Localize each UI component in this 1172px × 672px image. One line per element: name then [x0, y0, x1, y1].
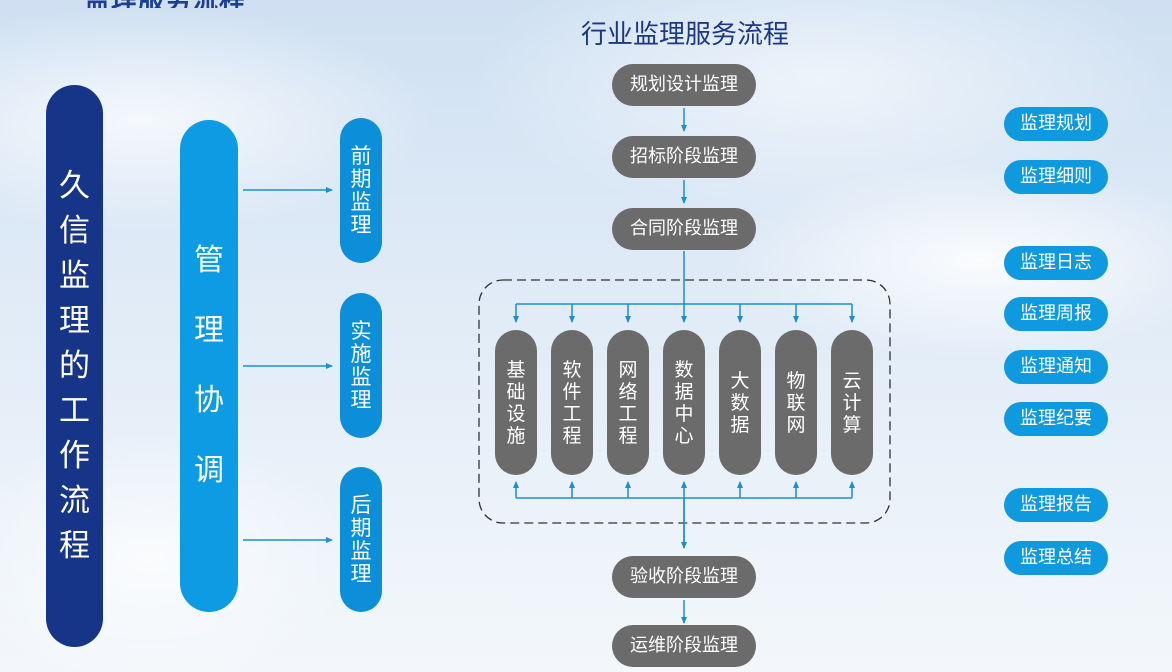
phase-pill-implementation: 实施监理: [340, 293, 382, 438]
pill-char: 基: [506, 358, 526, 381]
pill-char: 据: [730, 413, 750, 436]
main-char: 监: [59, 257, 90, 294]
pill-char: 理: [350, 561, 372, 586]
pill-char: 联: [786, 391, 806, 414]
center-title: 行业监理服务流程: [580, 20, 789, 50]
pill-char: 程: [618, 424, 638, 447]
coord-char: 理: [194, 313, 224, 348]
pill-char: 大: [730, 369, 750, 392]
pill-char: 云: [842, 369, 862, 392]
pill-char: 监: [350, 364, 372, 389]
pill-char: 施: [350, 341, 372, 366]
pill-char: 设: [506, 402, 526, 425]
pill-char: 件: [562, 380, 582, 403]
coord-char: 协: [194, 383, 224, 418]
coord-char: 管: [194, 243, 224, 278]
stage-acceptance: 验收阶段监理: [612, 556, 756, 598]
pill-char: 理: [350, 212, 372, 237]
pill-char: 施: [506, 424, 526, 447]
stage-operations: 运维阶段监理: [612, 625, 756, 667]
phase-pill-early: 前期监理: [340, 118, 382, 263]
pill-char: 础: [506, 380, 526, 403]
stage-contract: 合同阶段监理: [612, 208, 756, 250]
pill-char: 软: [562, 358, 582, 381]
doc-report: 监理报告: [1004, 488, 1108, 522]
doc-plan: 监理规划: [1004, 107, 1108, 141]
phase-pill-late: 后期监理: [340, 467, 382, 612]
doc-minutes: 监理纪要: [1004, 402, 1108, 436]
pill-char: 心: [674, 424, 694, 447]
pill-char: 工: [562, 402, 582, 425]
tech-data-center: 数据中心: [663, 330, 705, 475]
doc-weekly-report: 监理周报: [1004, 297, 1108, 331]
main-char: 信: [59, 212, 90, 249]
main-char: 的: [59, 347, 90, 384]
pill-char: 计: [842, 391, 862, 414]
main-char: 工: [59, 392, 90, 429]
doc-rules: 监理细则: [1004, 160, 1108, 194]
pill-char: 工: [618, 402, 638, 425]
pill-char: 监: [350, 538, 372, 563]
doc-log: 监理日志: [1004, 246, 1108, 280]
tech-software-engineering: 软件工程: [551, 330, 593, 475]
tech-network-engineering: 网络工程: [607, 330, 649, 475]
pill-char: 期: [350, 166, 372, 191]
pill-char: 监: [350, 189, 372, 214]
doc-notice: 监理通知: [1004, 350, 1108, 384]
pill-char: 数: [730, 391, 750, 414]
pill-char: 网: [618, 358, 638, 381]
pill-char: 物: [786, 369, 806, 392]
tech-big-data: 大数据: [719, 330, 761, 475]
pill-char: 算: [842, 413, 862, 436]
top-title-clipped: 监理服务流程: [50, 0, 246, 8]
stage-planning-design: 规划设计监理: [612, 64, 756, 106]
main-char: 作: [59, 437, 90, 474]
pill-char: 理: [350, 387, 372, 412]
coord-char: 调: [194, 453, 224, 488]
pill-char: 网: [786, 413, 806, 436]
pill-char: 前: [350, 143, 372, 168]
pill-char: 期: [350, 515, 372, 540]
pill-char: 实: [350, 318, 372, 343]
pill-char: 据: [674, 380, 694, 403]
tech-cloud-computing: 云计算: [831, 330, 873, 475]
pill-char: 络: [618, 380, 638, 403]
management-coordination-pill: 管 理 协 调: [180, 120, 238, 612]
main-char: 久: [59, 167, 90, 204]
pill-char: 后: [350, 492, 372, 517]
pill-char: 中: [674, 402, 694, 425]
main-char: 流: [59, 482, 90, 519]
doc-summary: 监理总结: [1004, 541, 1108, 575]
tech-infrastructure: 基础设施: [495, 330, 537, 475]
pill-char: 数: [674, 358, 694, 381]
workflow-main-pill: 久 信 监 理 的 工 作 流 程: [46, 85, 103, 647]
main-char: 程: [59, 527, 90, 564]
pill-char: 程: [562, 424, 582, 447]
tech-iot: 物联网: [775, 330, 817, 475]
stage-bidding: 招标阶段监理: [612, 136, 756, 178]
main-char: 理: [59, 302, 90, 339]
